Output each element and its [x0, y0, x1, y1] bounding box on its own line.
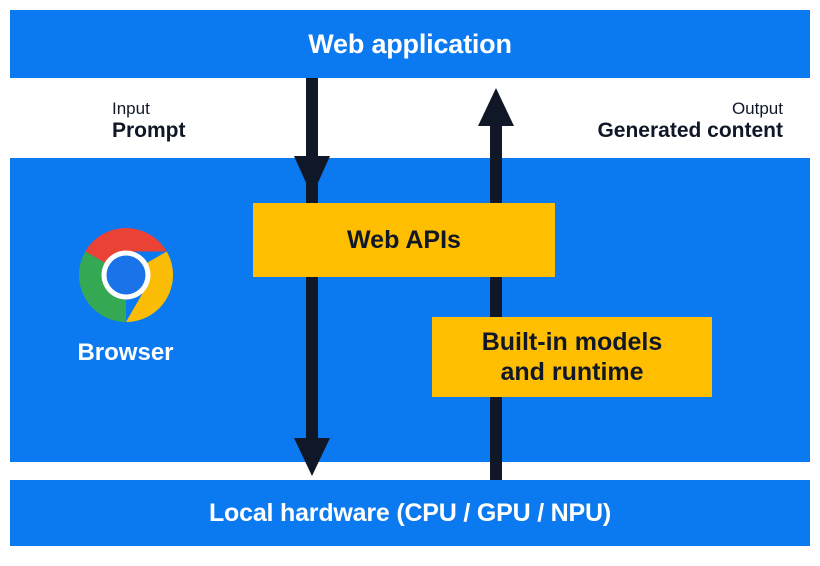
- band-local-hardware: Local hardware (CPU / GPU / NPU): [10, 480, 810, 546]
- io-label-input: Input Prompt: [112, 99, 186, 144]
- box-builtin-models-line2: and runtime: [500, 358, 644, 386]
- io-input-value: Prompt: [112, 119, 186, 143]
- io-output-kind: Output: [731, 99, 783, 118]
- band-web-application-label: Web application: [308, 28, 512, 59]
- box-web-apis-label: Web APIs: [347, 226, 461, 254]
- box-web-apis[interactable]: Web APIs: [253, 203, 555, 277]
- io-label-output: Output Generated content: [597, 99, 783, 144]
- band-local-hardware-label: Local hardware (CPU / GPU / NPU): [208, 498, 611, 527]
- chrome-logo-icon: [78, 228, 173, 322]
- box-builtin-models-line1: Built-in models: [481, 328, 663, 356]
- box-builtin-models-label: Built-in models and runtime: [482, 327, 663, 387]
- io-output-value: Generated content: [597, 119, 783, 143]
- band-web-application: Web application: [10, 10, 810, 78]
- box-builtin-models[interactable]: Built-in models and runtime: [432, 317, 712, 397]
- band-browser-label: Browser: [77, 339, 174, 366]
- io-input-kind: Input: [112, 99, 150, 118]
- browser-group: Browser: [63, 225, 188, 367]
